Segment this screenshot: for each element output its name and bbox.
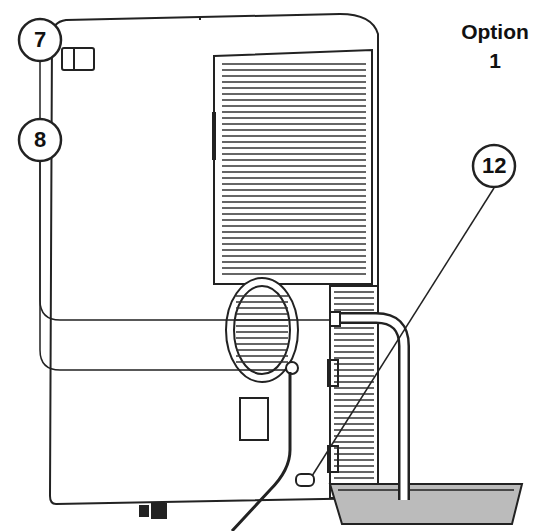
grille-slat [222, 87, 366, 88]
grille-slat [222, 237, 366, 238]
grille-slat [222, 195, 366, 196]
grille-slat [334, 297, 374, 298]
grille-slat [222, 207, 366, 208]
grille-slat [222, 81, 366, 82]
grille-slat [236, 343, 288, 344]
grille-slat [222, 105, 366, 106]
grille-slat [334, 405, 374, 406]
grille-slat [334, 375, 374, 376]
grille-slat [222, 63, 366, 64]
grille-slat [334, 399, 374, 400]
grille-slat [222, 75, 366, 76]
grille-slat [222, 135, 366, 136]
grille-slat [334, 471, 374, 472]
grille-slat [222, 273, 366, 274]
grille-slat [236, 301, 288, 302]
grille-slat [334, 465, 374, 466]
grille-slat [222, 255, 366, 256]
grille-slat [222, 153, 366, 154]
grille-slat [236, 337, 288, 338]
grille-slat [222, 261, 366, 262]
grille-slat [222, 123, 366, 124]
grille-slat [334, 417, 374, 418]
grille-slat [334, 345, 374, 346]
grille-slat [236, 361, 288, 362]
grille-slat [222, 183, 366, 184]
grille-slat [334, 309, 374, 310]
grille-slat [334, 435, 374, 436]
grille-slat [334, 393, 374, 394]
grille-slat [222, 171, 366, 172]
grille-slat [236, 355, 288, 356]
grille-slat [222, 141, 366, 142]
callout-number: 7 [34, 29, 46, 51]
grille-slat [222, 117, 366, 118]
grille-slat [334, 477, 374, 478]
grille-slat [222, 189, 366, 190]
grille-slat [236, 349, 288, 350]
option-label: Option 1 [455, 17, 535, 76]
grille-slat [222, 165, 366, 166]
grille-slat [222, 249, 366, 250]
grille-slat [222, 111, 366, 112]
grille-slat [222, 129, 366, 130]
grille-slat [236, 295, 288, 296]
grille-slat [334, 351, 374, 352]
grille-slat [222, 213, 366, 214]
callout-number: 8 [34, 129, 46, 151]
grille-slat [334, 327, 374, 328]
grille-slat [222, 267, 366, 268]
grille-slat [222, 99, 366, 100]
grille-slat [334, 453, 374, 454]
grille-slat [334, 333, 374, 334]
grille-slat [222, 177, 366, 178]
grille-slat [334, 423, 374, 424]
grille-slat [222, 93, 366, 94]
grille-slat [334, 291, 374, 292]
grille-slat [236, 313, 288, 314]
grille-slat [236, 307, 288, 308]
grille-slat [334, 357, 374, 358]
grille-slat [222, 147, 366, 148]
grille-slat [334, 447, 374, 448]
callout-number: 12 [482, 155, 506, 177]
grille-slat [222, 201, 366, 202]
grille-slat [222, 159, 366, 160]
grille-slat [334, 381, 374, 382]
grille-slat [222, 231, 366, 232]
grille-slat [222, 69, 366, 70]
grille-slat [334, 441, 374, 442]
grille-slat [222, 219, 366, 220]
grille-slat [334, 369, 374, 370]
grille-slat [334, 303, 374, 304]
grille-slat [236, 331, 288, 332]
grille-slat [222, 225, 366, 226]
grille-slat [334, 339, 374, 340]
grille-slat [334, 363, 374, 364]
grille-slat [236, 325, 288, 326]
grille-slat [222, 243, 366, 244]
grille-slat [334, 411, 374, 412]
grille-slat [334, 459, 374, 460]
